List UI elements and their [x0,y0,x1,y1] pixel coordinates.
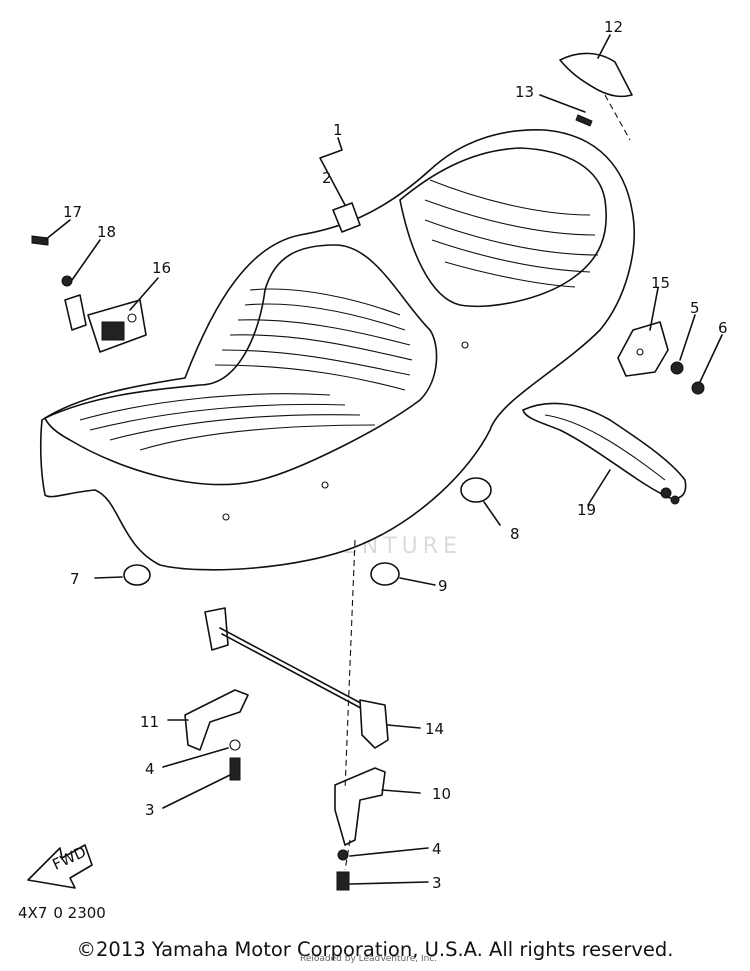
callout-11: 11 [140,713,159,731]
callout-3a: 3 [145,801,155,819]
callout-numbers: 1 2 12 13 17 18 16 15 5 6 19 8 7 9 11 14… [63,18,728,892]
screw-13 [575,114,593,127]
callout-10: 10 [432,785,451,803]
bracket-11 [184,689,249,751]
seat-pleats [79,179,599,451]
bracket-10 [334,767,386,846]
bolt-3a [229,757,241,781]
damper-8 [460,477,492,503]
callout-15: 15 [651,274,670,292]
callout-12: 12 [604,18,623,36]
washer-18 [61,275,73,287]
callout-5: 5 [690,299,700,317]
bolt-3b [336,871,350,891]
washer-4a [229,739,241,751]
nut-5 [670,361,684,375]
callout-1: 1 [333,121,343,139]
callout-16: 16 [152,259,171,277]
rear-grab-plate [522,402,687,505]
seat-lock-16 [64,294,147,353]
copyright-notice: ©2013 Yamaha Motor Corporation, U.S.A. A… [76,938,674,961]
callout-14: 14 [425,720,444,738]
diagram-code: 4X7 0 2300 [18,904,106,922]
callout-13: 13 [515,83,534,101]
bracket-15 [617,321,669,377]
screw-17 [31,235,49,246]
callout-8: 8 [510,525,520,543]
callout-4b: 4 [432,840,442,858]
fwd-arrow: FWD [27,843,93,889]
damper-7 [123,564,151,586]
emblem-12 [559,52,633,98]
small-note: Reloaded by LeadVenture, Inc. [300,954,438,964]
callout-3b: 3 [432,874,442,892]
callout-6: 6 [718,319,728,337]
nut-6 [691,381,705,395]
seat-lock-cable-14 [204,607,389,749]
washer-4b [337,849,349,861]
callout-9: 9 [438,577,448,595]
callout-17: 17 [63,203,82,221]
leader-lines [44,34,723,885]
callout-19: 19 [577,501,596,519]
seat-assembly [39,129,635,571]
callout-18: 18 [97,223,116,241]
callout-2: 2 [322,169,332,187]
damper-9 [370,562,400,586]
callout-4a: 4 [145,760,155,778]
callout-7: 7 [70,570,80,588]
